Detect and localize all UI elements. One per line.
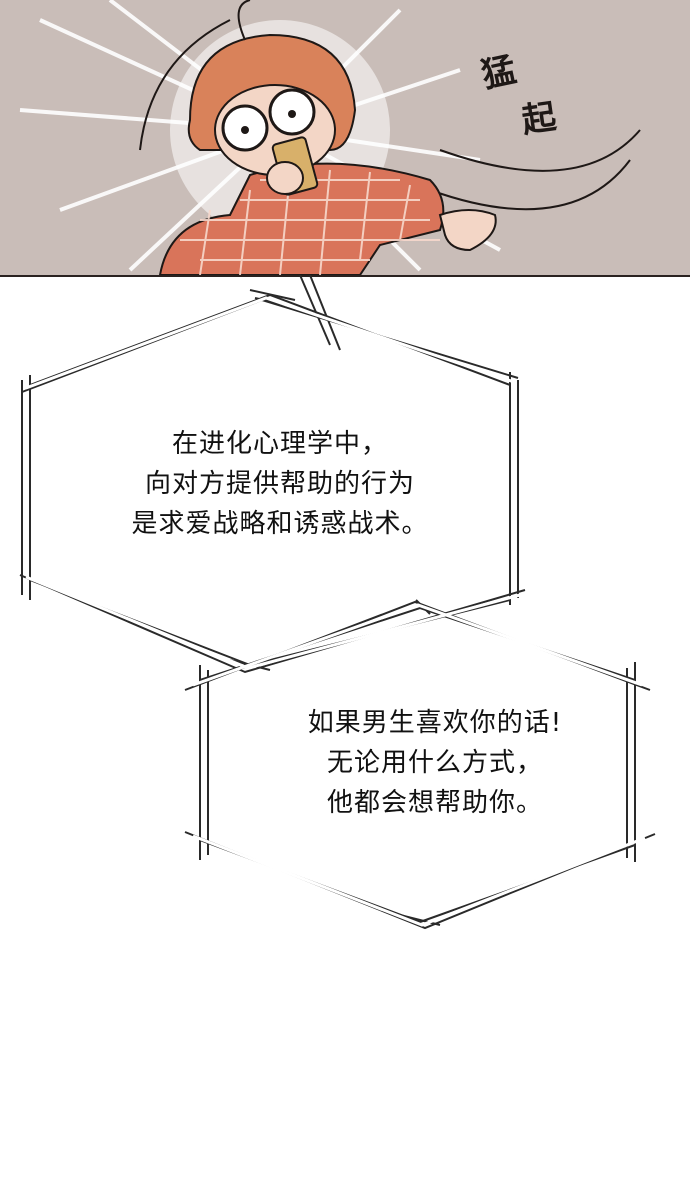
caption-2-line-2: 无论用什么方式，	[326, 748, 543, 778]
character-illustration	[19, 0, 641, 275]
caption-1-line-1: 在进化心理学中，	[171, 429, 388, 459]
caption-1-line-3: 是求爱战略和诱惑战术。	[131, 509, 429, 539]
comic-panel-top: 猛 起	[0, 0, 690, 277]
caption-2-line-3: 他都会想帮助你。	[326, 788, 543, 818]
caption-text-1: 在进化心理学中， 向对方提供帮助的行为 是求爱战略和诱惑战术。	[80, 424, 480, 544]
caption-2-line-1: 如果男生喜欢你的话!	[307, 708, 563, 738]
caption-text-2: 如果男生喜欢你的话! 无论用什么方式， 他都会想帮助你。	[235, 703, 635, 823]
caption-1-line-2: 向对方提供帮助的行为	[144, 469, 415, 499]
